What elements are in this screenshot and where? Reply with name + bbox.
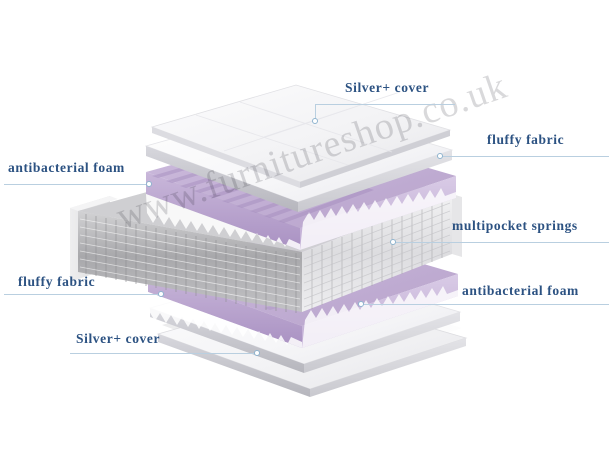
leader-dot-silver-cover-top: [312, 118, 318, 124]
callout-label-fluffy-fabric-top: fluffy fabric: [487, 132, 565, 147]
leader-line-multipocket-springs: [394, 242, 609, 243]
callout-label-silver-cover-bottom: Silver+ cover: [76, 331, 161, 346]
leader-dot-fluffy-fabric-top: [437, 153, 443, 159]
leader-dot-fluffy-fabric-bottom: [158, 291, 164, 297]
leader-line-fluffy-fabric-top: [441, 156, 609, 157]
spring-coils-left: [79, 214, 301, 313]
layer-antibacterial-foam-bottom: [148, 228, 458, 348]
leader-line-antibacterial-foam-top: [4, 184, 150, 185]
leader-dot-silver-cover-bottom: [254, 350, 260, 356]
callout-label-multipocket-springs: multipocket springs: [452, 218, 578, 233]
leader-line-silver-cover-bottom: [70, 353, 258, 354]
callout-label-antibacterial-foam-bottom: antibacterial foam: [462, 283, 579, 298]
callout-label-silver-cover-top: Silver+ cover: [345, 80, 430, 95]
callout-label-antibacterial-foam-top: antibacterial foam: [8, 160, 125, 175]
spring-coils-right: [303, 198, 451, 309]
leader-line-fluffy-fabric-bottom: [4, 294, 162, 295]
leader-line-antibacterial-foam-bottom: [362, 304, 609, 305]
layer-fluffy-fabric-bottom: [148, 265, 462, 373]
leader-elbow-silver-cover-top: [315, 104, 316, 120]
leader-dot-multipocket-springs: [390, 239, 396, 245]
layer-silver-cover-bottom: [156, 283, 468, 397]
leader-dot-antibacterial-foam-top: [146, 181, 152, 187]
leader-dot-antibacterial-foam-bottom: [358, 301, 364, 307]
watermark: www.furnitureshop.co.uk: [111, 64, 513, 238]
callout-label-fluffy-fabric-bottom: fluffy fabric: [18, 274, 96, 289]
leader-line-silver-cover-top: [315, 104, 455, 105]
